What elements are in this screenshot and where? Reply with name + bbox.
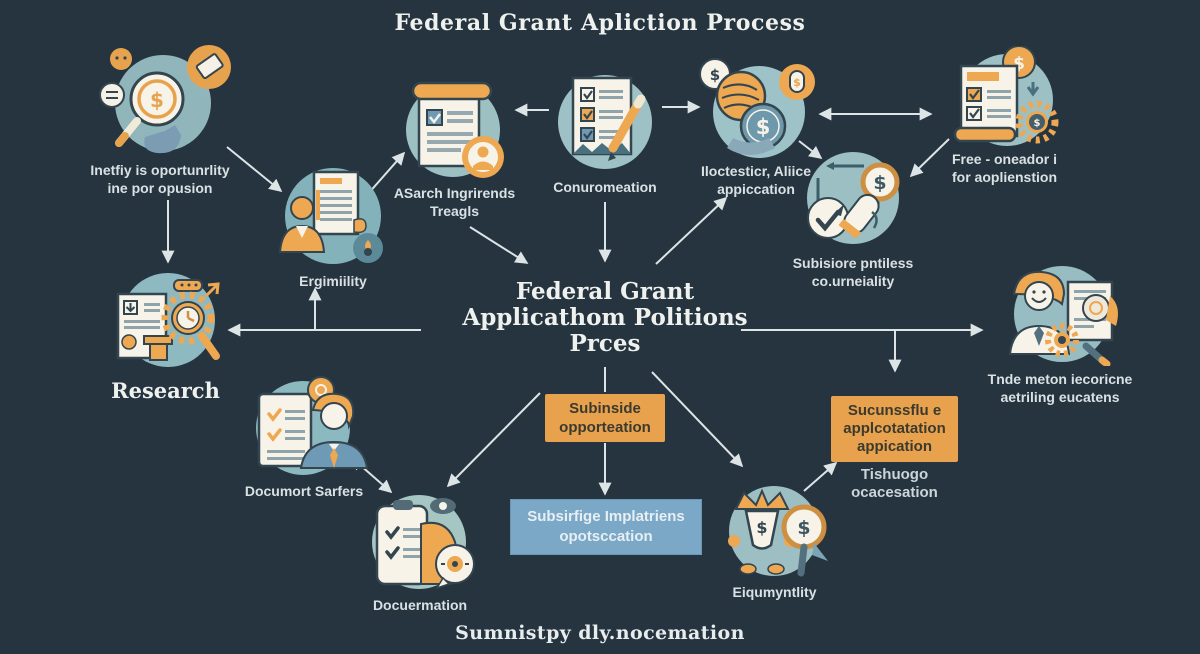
node-label: Free - oneador i for aoplienstion — [951, 151, 1058, 185]
svg-text:$: $ — [709, 66, 719, 84]
hand-shape — [144, 125, 181, 154]
pencil-icon — [608, 99, 643, 153]
hand-shape — [353, 218, 367, 234]
node-label: ASarch Ingrirends Treagls — [393, 185, 516, 219]
node-label: Conuromeation — [553, 179, 657, 195]
node-tnde: Tnde meton iecoricne aetriling eucatens — [975, 260, 1145, 406]
node-free-oneador: $ $ Free - oneador i for aoplienstion — [922, 46, 1087, 186]
svg-text:$: $ — [873, 172, 886, 194]
badge-icon — [121, 334, 137, 350]
svg-text:$: $ — [756, 518, 767, 537]
node-asarch: ASarch Ingrirends Treagls — [372, 70, 537, 220]
gear-icon — [161, 291, 215, 345]
scroll-document-icon — [406, 81, 504, 178]
clipboard-icon — [375, 504, 429, 586]
crown-shape — [733, 488, 790, 510]
node-label: Docuermation — [372, 597, 468, 613]
svg-text:$: $ — [755, 115, 770, 139]
arrow-center-to-iloctestier — [655, 196, 728, 265]
checkbox-icon — [426, 109, 443, 126]
down-arrow-icon — [1026, 82, 1040, 97]
person-face — [319, 402, 348, 430]
center-title-line: Federal Grant — [515, 278, 695, 305]
reviewer-person-icon — [1008, 266, 1118, 366]
node-label: Iloctesticr, Aliice appiccation — [701, 163, 811, 197]
podium-icon — [143, 335, 173, 345]
box-sucunssflu: Sucunssflu e applcotatation appication — [831, 396, 958, 462]
arrow-free-to-subisiore — [909, 138, 950, 178]
node-documort: Documort Sarfers — [226, 374, 382, 501]
node-label: Research — [111, 378, 220, 403]
arrow-center-to-docuernation — [446, 392, 541, 488]
center-title: Federal Grant Applicathom Politions Prce… — [405, 279, 805, 357]
form-gear-icon: $ $ — [953, 46, 1059, 146]
arrow-iloctestier-to-subisiore — [798, 140, 823, 159]
hand-shape — [726, 138, 775, 155]
document-gear-magnifier-icon — [116, 273, 220, 367]
download-icon — [125, 303, 136, 313]
svg-text:$: $ — [793, 76, 801, 89]
glove-shape — [838, 193, 880, 239]
footer-caption: Sumnistpy dly.nocemation — [455, 622, 745, 644]
dollar-glyph: $ — [150, 88, 164, 112]
person-document-icon — [278, 168, 383, 264]
coin-icon — [1082, 294, 1110, 322]
sucunssflu-caption: Tishuogo ocacesation — [851, 466, 938, 501]
magnifier-handle — [198, 332, 220, 360]
tray-shape — [953, 126, 1017, 143]
arrow-identify-to-ergimiility — [226, 146, 283, 193]
checklist-pencil-icon — [558, 75, 652, 169]
node-label: Documort Sarfers — [244, 483, 364, 499]
gear-icon — [1045, 323, 1079, 357]
node-conuromeation: Conuromeation — [535, 66, 675, 197]
node-label: Inetfiy is oportunrlity ine por opusion — [90, 162, 230, 196]
svg-text:$: $ — [1034, 118, 1041, 129]
node-subisiore: $ Subisiore pntiless co.urneiality — [778, 146, 928, 290]
person-face — [1024, 281, 1054, 311]
clipboard-person-icon — [372, 495, 475, 590]
paper-icon — [195, 53, 224, 80]
page-title: Federal Grant Apliction Process — [394, 10, 806, 36]
coin-icon — [860, 162, 900, 202]
trophy-magnifier-icon: $ $ — [727, 486, 828, 577]
center-title-line: Prces — [569, 330, 641, 357]
node-label: Ergimiility — [299, 273, 367, 289]
wave-shape — [573, 143, 631, 154]
up-right-arrow-icon — [204, 282, 220, 298]
check-circle-icon — [807, 197, 849, 239]
center-title-line: Applicathom Politions — [462, 304, 748, 331]
scroll-curl — [411, 81, 493, 101]
node-research: Research — [88, 268, 243, 403]
node-eiqumyntlity: $ $ Eiqumyntlity — [702, 481, 847, 602]
gear-icon — [1015, 100, 1059, 144]
box-subinside: Subinside opporteation — [545, 394, 665, 442]
node-label: Eiqumyntlity — [732, 584, 817, 600]
node-identify-opportunity: $ Inetfiy is oportunrlity ine por opusio… — [55, 45, 265, 197]
node-label: Tnde meton iecoricne aetriling eucatens — [987, 371, 1133, 405]
person-head — [290, 196, 314, 220]
arrow-asarch-to-center — [469, 226, 529, 264]
cycle-check-icon: $ — [807, 152, 900, 244]
box-subsirfige: Subsirfige Implatriens opotsccation — [510, 499, 702, 555]
arrow-eiqumyntlity-to-sucunssflu — [803, 461, 838, 492]
magnifier-handle — [797, 543, 807, 577]
tie-shape — [329, 448, 338, 468]
tie-shape — [1034, 326, 1044, 346]
node-label: Subisiore pntiless co.urneiality — [792, 255, 914, 289]
person-checklist-icon — [255, 376, 368, 475]
vase-shape — [743, 509, 780, 550]
node-ergimiility: Ergimiility — [258, 162, 408, 291]
money-coin-icon: $ $ $ — [698, 58, 815, 158]
node-docuernation: Docuermation — [346, 490, 494, 615]
arrow-center-to-eiqumyntlity — [651, 371, 744, 468]
svg-text:$: $ — [797, 517, 810, 539]
node-iloctestier: $ $ $ Iloctesticr, Aliice appiccation — [682, 58, 830, 198]
pencil-tip — [115, 132, 129, 147]
svg-text:$: $ — [1013, 54, 1025, 74]
magnifier-dollar-icon: $ — [99, 45, 231, 154]
